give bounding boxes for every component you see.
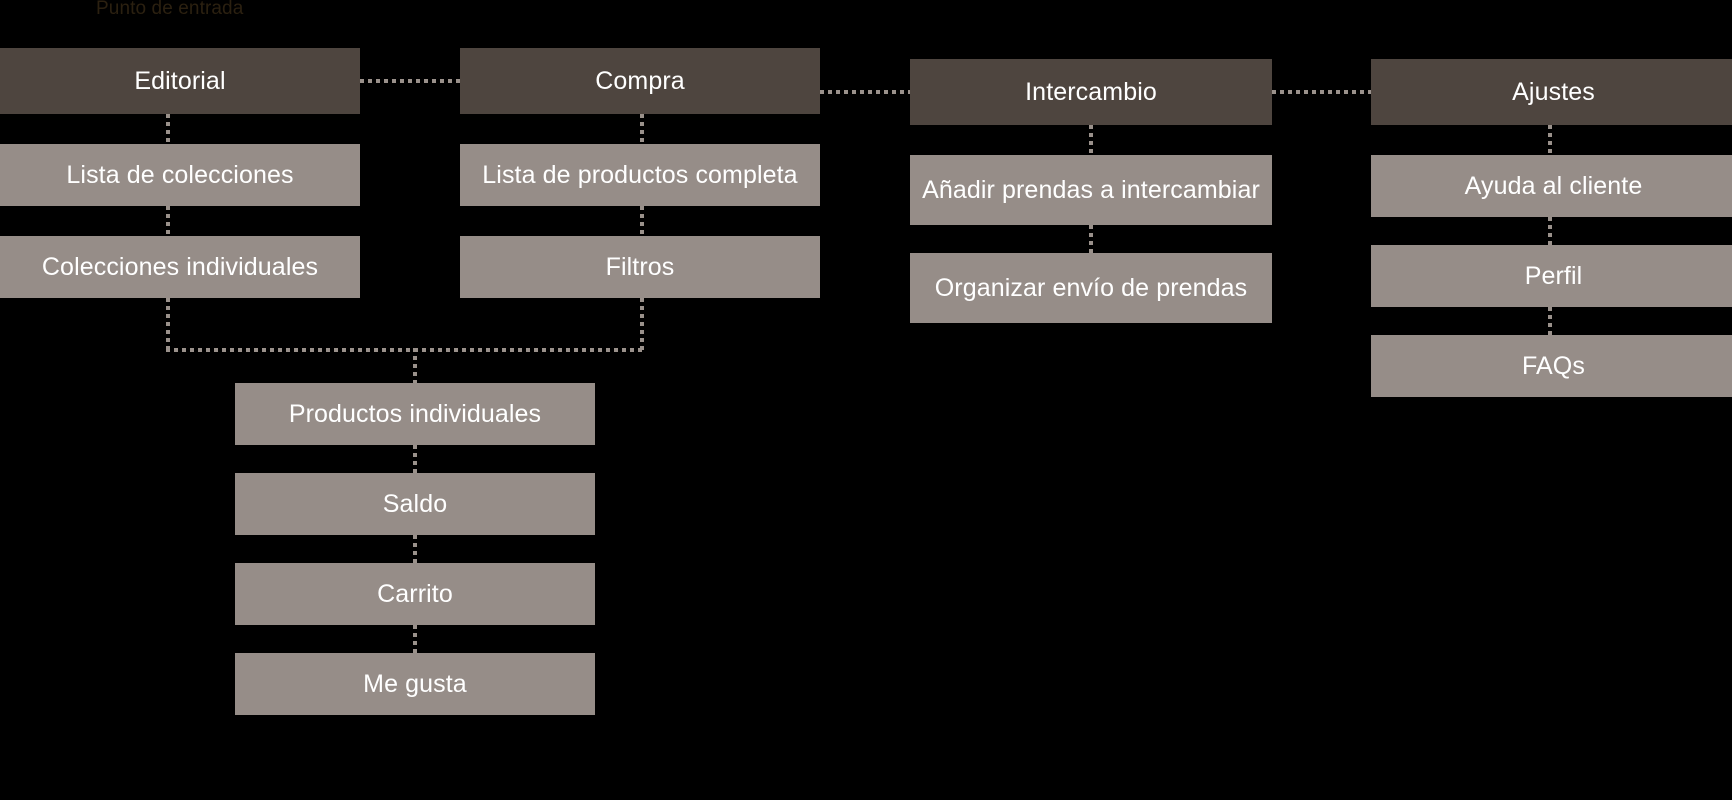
node-saldo[interactable]: Saldo (235, 473, 595, 535)
node-anadir-prendas-a-intercambiar[interactable]: Añadir prendas a intercambiar (910, 155, 1272, 225)
node-label: Compra (595, 67, 685, 95)
node-label: Lista de colecciones (66, 161, 294, 189)
connector-lista-colecciones-colecciones-individuales (166, 206, 170, 236)
connector-compra-intercambio (820, 90, 910, 94)
connector-perfil-faqs (1548, 307, 1552, 335)
connector-branch-join-horizontal (166, 348, 644, 352)
node-label: FAQs (1522, 352, 1585, 380)
connector-lista-productos-filtros (640, 206, 644, 236)
connector-editorial-compra (360, 79, 460, 83)
node-label: Saldo (382, 490, 448, 518)
node-me-gusta[interactable]: Me gusta (235, 653, 595, 715)
connector-ajustes-ayuda-al-cliente (1548, 125, 1552, 155)
connector-ayuda-al-cliente-perfil (1548, 217, 1552, 245)
node-colecciones-individuales[interactable]: Colecciones individuales (0, 236, 360, 298)
connector-branch-join-to-productos (413, 348, 417, 386)
connector-intercambio-ajustes (1272, 90, 1371, 94)
connector-saldo-carrito (413, 535, 417, 563)
node-label: Filtros (605, 253, 675, 281)
node-label: Colecciones individuales (41, 253, 319, 281)
connector-editorial-lista-colecciones (166, 114, 170, 144)
node-faqs[interactable]: FAQs (1371, 335, 1732, 397)
connector-carrito-me-gusta (413, 625, 417, 653)
connector-compra-lista-productos (640, 114, 644, 144)
node-filtros[interactable]: Filtros (460, 236, 820, 298)
node-productos-individuales[interactable]: Productos individuales (235, 383, 595, 445)
node-organizar-envio-de-prendas[interactable]: Organizar envío de prendas (910, 253, 1272, 323)
node-label: Lista de productos completa (482, 161, 798, 189)
node-lista-de-productos-completa[interactable]: Lista de productos completa (460, 144, 820, 206)
connector-intercambio-anadir-prendas (1089, 125, 1093, 155)
node-label: Carrito (377, 580, 453, 608)
node-lista-de-colecciones[interactable]: Lista de colecciones (0, 144, 360, 206)
connector-colecciones-individuales-down (166, 298, 170, 350)
connector-filtros-down (640, 298, 644, 350)
node-label: Añadir prendas a intercambiar (922, 176, 1260, 204)
node-carrito[interactable]: Carrito (235, 563, 595, 625)
entry-point-label: Punto de entrada (96, 0, 244, 19)
node-label: Ayuda al cliente (1464, 172, 1643, 200)
node-label: Intercambio (1025, 78, 1157, 106)
node-label: Productos individuales (288, 400, 542, 428)
node-label: Ajustes (1512, 78, 1595, 106)
node-label: Perfil (1524, 262, 1583, 290)
node-perfil[interactable]: Perfil (1371, 245, 1732, 307)
node-ayuda-al-cliente[interactable]: Ayuda al cliente (1371, 155, 1732, 217)
node-compra[interactable]: Compra (460, 48, 820, 114)
node-label: Me gusta (363, 670, 467, 698)
node-label: Organizar envío de prendas (934, 274, 1248, 302)
node-ajustes[interactable]: Ajustes (1371, 59, 1732, 125)
connector-productos-individuales-saldo (413, 445, 417, 473)
node-editorial[interactable]: Editorial (0, 48, 360, 114)
connector-anadir-prendas-organizar-envio (1089, 225, 1093, 253)
node-label: Editorial (134, 67, 226, 95)
node-intercambio[interactable]: Intercambio (910, 59, 1272, 125)
